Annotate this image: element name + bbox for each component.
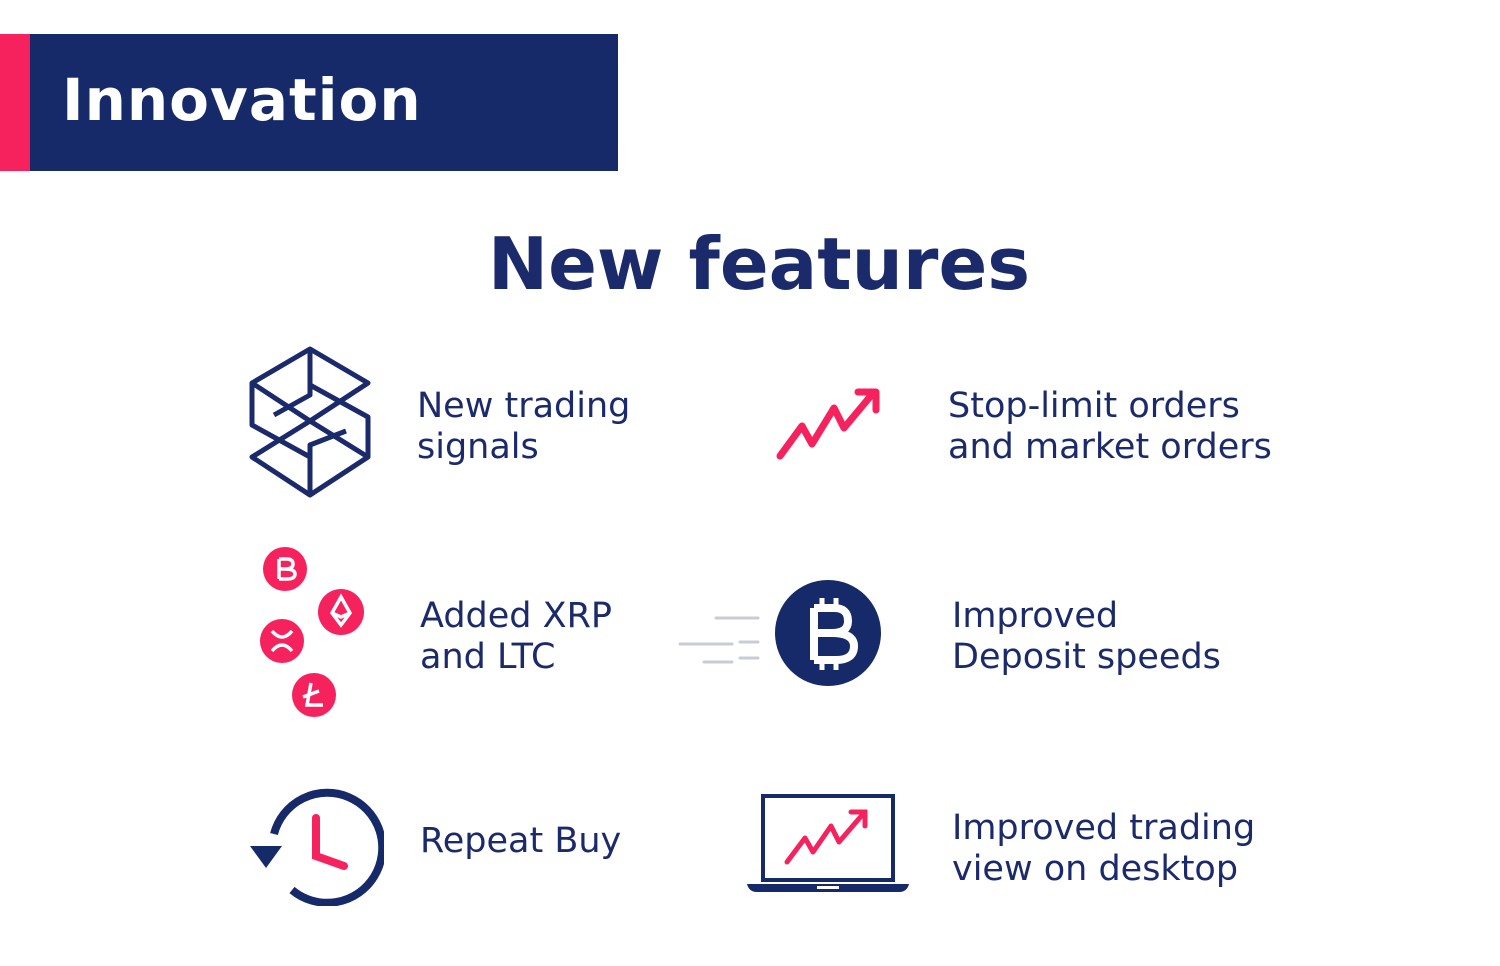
feature-label: Improved trading view on desktop — [952, 808, 1256, 889]
title-banner: Innovation — [0, 34, 618, 171]
repeat-clock-icon — [250, 788, 384, 906]
trend-up-arrow-icon — [776, 388, 880, 460]
banner-accent — [0, 34, 30, 171]
laptop-chart-icon — [747, 794, 909, 892]
feature-label: New trading signals — [417, 386, 631, 467]
feature-label: Stop-limit orders and market orders — [948, 386, 1272, 467]
feature-label: Added XRP and LTC — [420, 596, 613, 677]
cube-signals-icon — [249, 346, 371, 498]
feature-label: Improved Deposit speeds — [952, 596, 1221, 677]
crypto-coins-icon — [260, 547, 364, 717]
banner-title: Innovation — [62, 66, 422, 134]
fast-bitcoin-icon — [678, 580, 881, 686]
feature-label: Repeat Buy — [420, 821, 622, 861]
page-title: New features — [487, 222, 1031, 306]
